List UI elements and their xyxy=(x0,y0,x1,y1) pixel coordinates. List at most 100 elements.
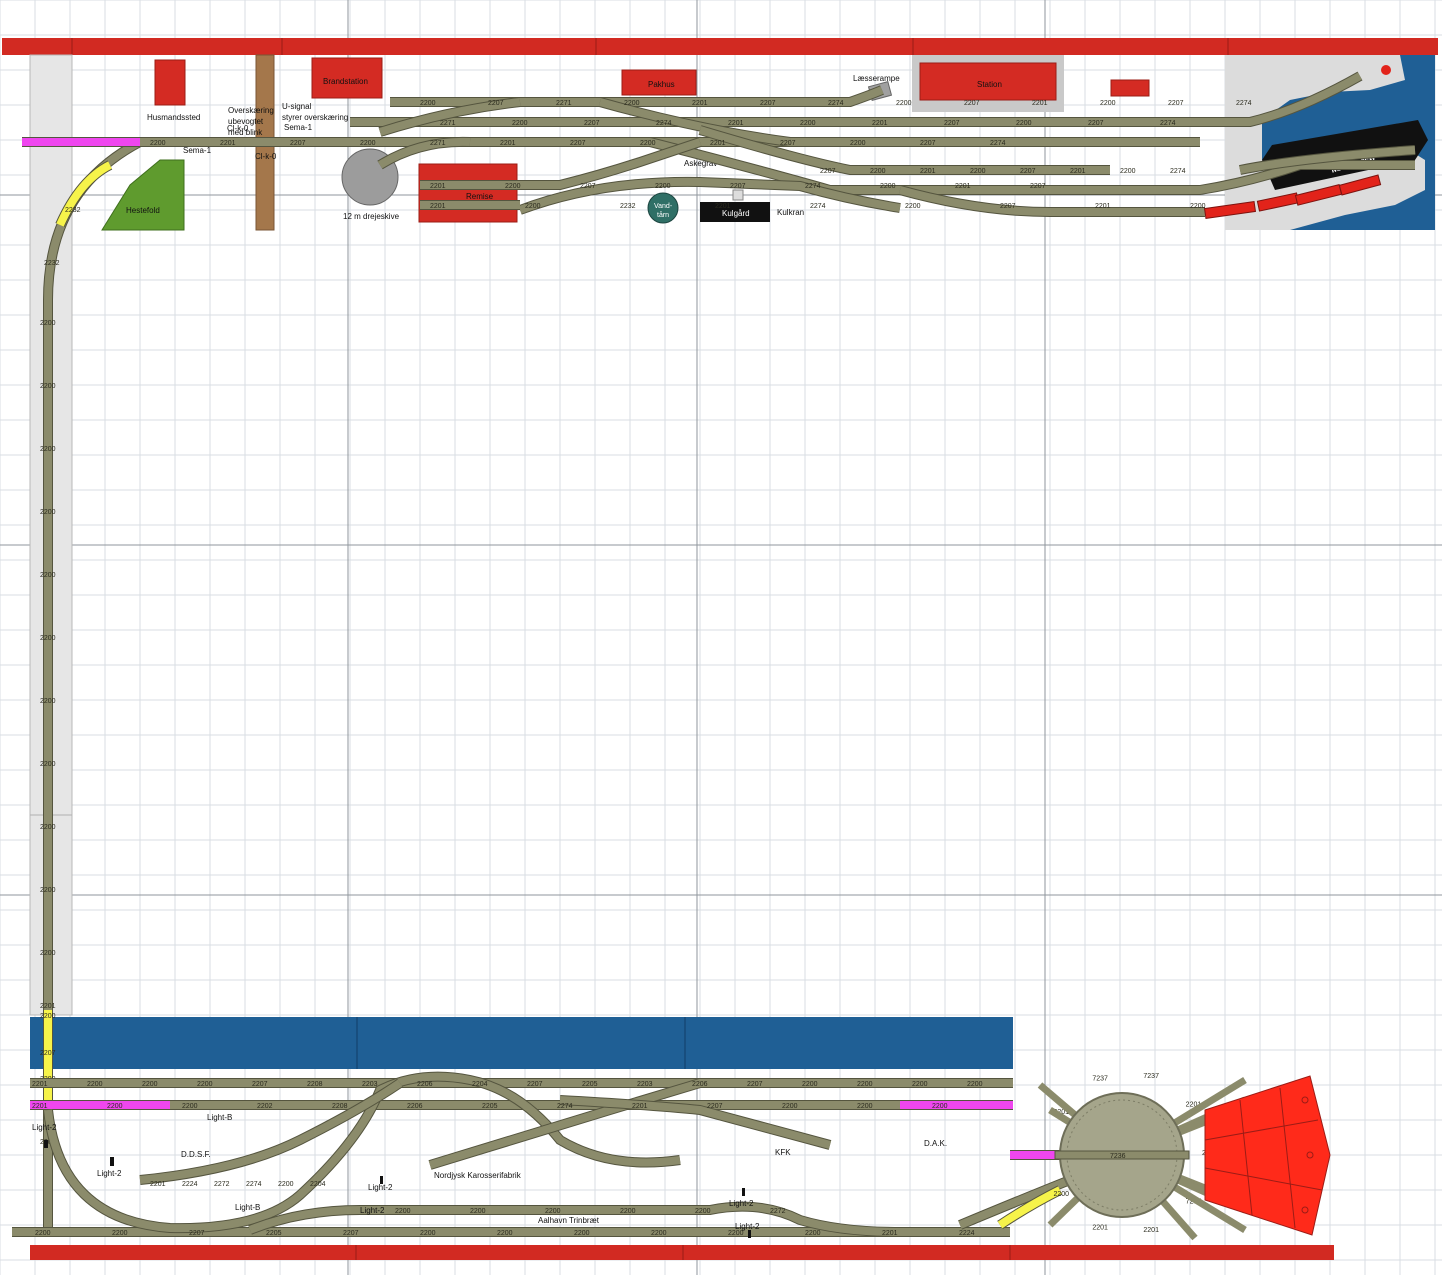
track-number-label: 2274 xyxy=(828,100,844,107)
track-number-label: 2200 xyxy=(112,1230,128,1237)
track-number-label: 2207 xyxy=(760,100,776,107)
track-number-label: 2200 xyxy=(967,1081,983,1088)
track-number-label: 2200 xyxy=(880,183,896,190)
sema1-label: Sema-1 xyxy=(284,123,313,132)
track-number-label: 2207 xyxy=(1020,168,1036,175)
aalhavn-track xyxy=(248,1202,901,1236)
brandstation-label: Brandstation xyxy=(323,77,368,86)
track-number-label: 2274 xyxy=(1160,120,1176,127)
turntable-lead xyxy=(958,1176,1072,1229)
track-number-label: 2200 xyxy=(40,698,56,705)
track-number-label: 2207 xyxy=(343,1230,359,1237)
track-number-label: 2208 xyxy=(332,1103,348,1110)
track-number-label: 2200 xyxy=(850,140,866,147)
track-number-label: 2201 xyxy=(920,168,936,175)
track-number-label: 2200 xyxy=(40,446,56,453)
track-number-label: 2274 xyxy=(810,203,826,210)
track-number-label: 2202 xyxy=(257,1103,273,1110)
track-number-label: 2207 xyxy=(747,1081,763,1088)
track-number-label: 2200 xyxy=(896,100,912,107)
track-number-label: 2200 xyxy=(651,1230,667,1237)
nordjysk-siding xyxy=(428,1079,702,1169)
track-number-label: 2201 xyxy=(728,120,744,127)
track-number-label: 2200 xyxy=(1190,203,1206,210)
layout-edges xyxy=(2,38,1438,1260)
track-number-label: 2200 xyxy=(857,1081,873,1088)
ferry-harbour: M/F Morsø xyxy=(1225,55,1435,230)
track-number-label: 2200 xyxy=(278,1181,294,1188)
signal-icon xyxy=(44,1140,48,1148)
ddsf-label: D.D.S.F. xyxy=(181,1150,211,1159)
track-number-label: 2274 xyxy=(246,1181,262,1188)
aalhavn-label: Aalhavn Trinbræt xyxy=(538,1216,600,1225)
track-number-label: 2200 xyxy=(197,1081,213,1088)
track-number-label: 2271 xyxy=(430,140,446,147)
track-number-label: 2208 xyxy=(307,1081,323,1088)
roundhouse-building xyxy=(1204,1075,1331,1236)
husmandssted-label: Husmandssted xyxy=(147,113,200,122)
track-number-label: 2200 xyxy=(470,1208,486,1215)
track-number-label: 2200 xyxy=(912,1081,928,1088)
track-number-label: 2200 xyxy=(35,1230,51,1237)
track-number-label: 2207 xyxy=(40,1050,56,1057)
track-number-label: 2200 xyxy=(150,140,166,147)
askegrav-label: Askegrav xyxy=(684,159,717,168)
overskaering-label-2: ubevogtet xyxy=(228,117,264,126)
ferry-track xyxy=(1239,146,1416,174)
track-number-label: 2200 xyxy=(545,1208,561,1215)
track-number-label: 2200 xyxy=(1100,100,1116,107)
track-number-label: 2200 xyxy=(728,1230,744,1237)
sema1-label-b: Sema-1 xyxy=(183,146,212,155)
small-building xyxy=(1110,79,1150,97)
dak-label: D.A.K. xyxy=(924,1139,947,1148)
track-number-label: 2200 xyxy=(497,1230,513,1237)
track-number-label: 2200 xyxy=(40,320,56,327)
track-number-label: 2201 xyxy=(1092,1224,1108,1231)
overskaering-label-3: med blink xyxy=(228,128,263,137)
track-number-label: 2201 xyxy=(710,140,726,147)
track-number-label: 2207 xyxy=(1168,100,1184,107)
buffer-light-icon xyxy=(1381,65,1391,75)
wagon xyxy=(1203,201,1257,219)
track-number-label: 2200 xyxy=(40,635,56,642)
track-number-label: 2274 xyxy=(805,183,821,190)
track-number-label: 7237 xyxy=(1092,1076,1108,1083)
light2-label-3: Light-2 xyxy=(368,1183,393,1192)
track-number-label: 2201 xyxy=(40,1003,56,1010)
kulgaard-label: Kulgård xyxy=(722,209,750,218)
track-number-label: 2200 xyxy=(805,1230,821,1237)
track-number-label: 2204 xyxy=(472,1081,488,1088)
top-edge xyxy=(2,38,1438,55)
kfk-siding xyxy=(559,1096,832,1149)
track-number-label: 2201 xyxy=(1053,1109,1069,1116)
track-number-label: 2200 xyxy=(87,1081,103,1088)
track-number-label: 2207 xyxy=(1088,120,1104,127)
track-number-label: 2200 xyxy=(624,100,640,107)
yard-track-4 xyxy=(518,177,901,214)
track-number-label: 2201 xyxy=(430,183,446,190)
ddsf-siding xyxy=(139,1079,403,1184)
track-segments: 2200 2200 2200 2200 2200 2200 2200 2200 2200 2200… xyxy=(12,71,1416,1237)
track-number-label: 2201 xyxy=(32,1103,48,1110)
light2-label-5: Light-2 xyxy=(729,1199,754,1208)
track-number-label: 2274 xyxy=(656,120,672,127)
crossing-signal-label-b: Cl-k-0 xyxy=(255,152,277,161)
track-number-label: 2200 xyxy=(40,383,56,390)
track-number-label: 2207 xyxy=(580,183,596,190)
remise-track-2 xyxy=(420,138,702,189)
track-number-label: 2200 xyxy=(655,183,671,190)
track-number-label: 2200 xyxy=(620,1208,636,1215)
track-number-label: 2201 xyxy=(430,203,446,210)
turntable-lead-yellow xyxy=(997,1186,1062,1229)
track-number-label: 2200 xyxy=(1053,1191,1069,1198)
track-number-label: 2207 xyxy=(584,120,600,127)
remise-building xyxy=(418,163,518,223)
track-number-label: 2207 xyxy=(570,140,586,147)
track-number-label: 2207 xyxy=(730,183,746,190)
track-number-label: 2205 xyxy=(482,1103,498,1110)
track-number-label: 2272 xyxy=(214,1181,230,1188)
bottom-edge xyxy=(30,1245,1334,1260)
pakhus-label: Pakhus xyxy=(648,80,675,89)
track-number-label: 2201 xyxy=(692,100,708,107)
